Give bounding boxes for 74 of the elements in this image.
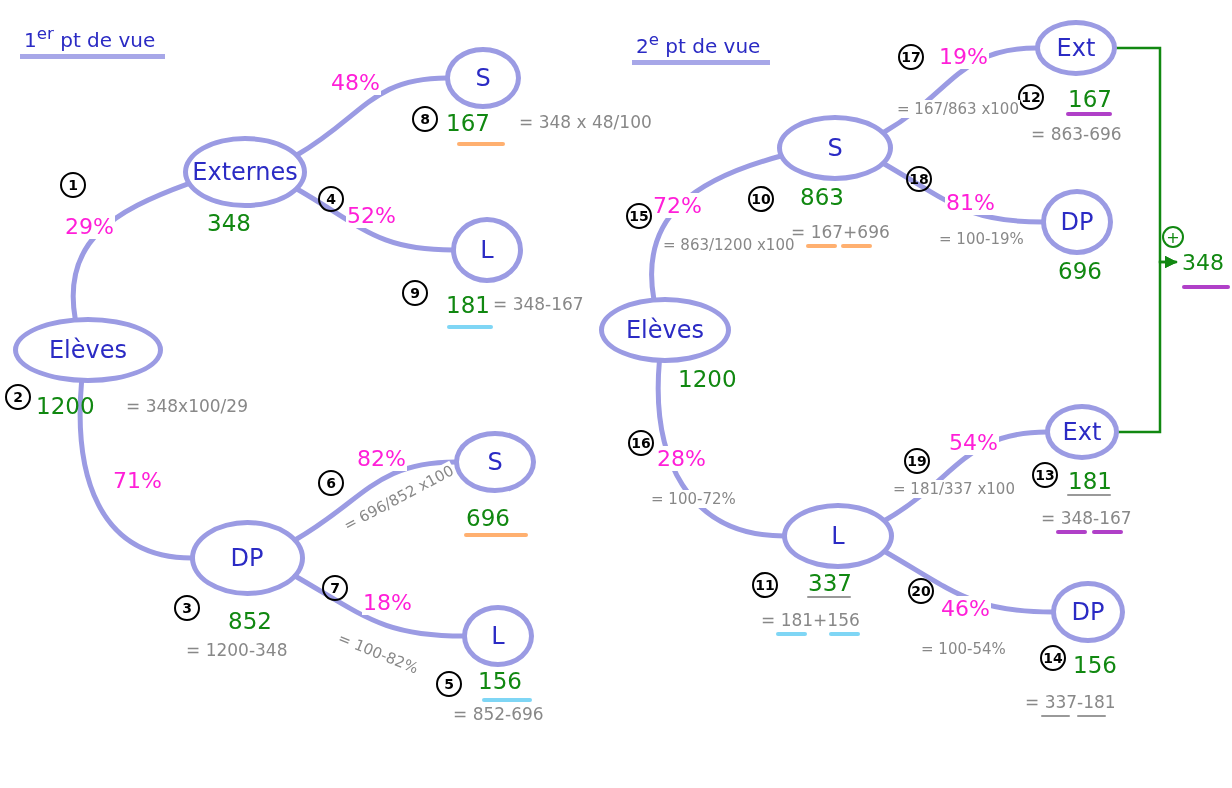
category-ellipse xyxy=(454,431,536,493)
heading: 1$^{er}$ pt de vue xyxy=(20,24,166,59)
category-ellipse xyxy=(599,297,731,363)
node-label: DP xyxy=(1071,598,1105,626)
callout-number: 10 xyxy=(748,186,774,212)
callout-number: 7 xyxy=(322,575,348,601)
node-label: S xyxy=(487,448,503,476)
formula-text: = 100-72% xyxy=(650,490,737,508)
total-value: 348 xyxy=(1178,247,1228,277)
count-value: 167 xyxy=(446,110,490,136)
category-ellipse xyxy=(462,605,534,667)
category-ellipse xyxy=(1041,189,1113,255)
formula-text: = 167/863 x100 xyxy=(896,100,1020,118)
node-label: Elèves xyxy=(48,336,128,364)
formula-text: = 181/337 x100 xyxy=(892,480,1016,498)
count-value: 696 xyxy=(1058,258,1102,284)
node-label: L xyxy=(831,522,845,550)
category-ellipse xyxy=(183,136,307,208)
callout-number: 15 xyxy=(626,203,652,229)
category-ellipse xyxy=(189,520,305,596)
probability-label: 72% xyxy=(652,193,703,218)
category-ellipse xyxy=(1045,404,1119,460)
heading: 2$^{e}$ pt de vue xyxy=(632,30,771,65)
probability-label: 28% xyxy=(656,446,707,471)
callout-number: 9 xyxy=(402,280,428,306)
count-value: 852 xyxy=(228,608,272,634)
node-label: DP xyxy=(1060,208,1094,236)
callout-number: 13 xyxy=(1032,462,1058,488)
node-label: L xyxy=(480,236,494,264)
callout-number: 14 xyxy=(1040,645,1066,671)
node-label: L xyxy=(491,622,505,650)
callout-number: 8 xyxy=(412,106,438,132)
count-value: 1200 xyxy=(678,366,737,392)
category-ellipse xyxy=(1051,581,1125,643)
callout-number: 4 xyxy=(318,186,344,212)
category-ellipse xyxy=(782,503,894,569)
callout-number: 11 xyxy=(752,572,778,598)
callout-number: 3 xyxy=(174,595,200,621)
node-label: Ext xyxy=(1062,418,1102,446)
node-label: Ext xyxy=(1056,34,1096,62)
callout-number: 1 xyxy=(60,172,86,198)
node-label: Externes xyxy=(192,158,298,186)
category-ellipse xyxy=(1035,20,1117,76)
callout-number: 5 xyxy=(436,671,462,697)
category-ellipse xyxy=(451,217,523,283)
callout-number: 2 xyxy=(5,384,31,410)
callout-number: 6 xyxy=(318,470,344,496)
count-value: 181 xyxy=(1068,468,1112,494)
node-label: S xyxy=(475,64,491,92)
callout-number: 19 xyxy=(904,448,930,474)
count-value: 337 xyxy=(808,570,852,596)
probability-label: 29% xyxy=(64,214,115,239)
formula-text: = 863/1200 x100 xyxy=(662,236,796,254)
plus-sign: + xyxy=(1162,226,1184,248)
callout-number: 20 xyxy=(908,578,934,604)
count-value: 863 xyxy=(800,184,844,210)
category-ellipse xyxy=(445,47,521,109)
node-label: Elèves xyxy=(625,316,705,344)
formula-text: = 348 x 48/100 xyxy=(518,112,653,132)
count-value: 696 xyxy=(466,505,510,531)
formula-text: = 348x100/29 xyxy=(125,396,249,416)
category-ellipse xyxy=(777,115,893,181)
node-label: DP xyxy=(230,544,264,572)
category-ellipse xyxy=(13,317,163,383)
count-value: 348 xyxy=(207,210,251,236)
count-value: 156 xyxy=(478,668,522,694)
callout-number: 16 xyxy=(628,430,654,456)
count-value: 181 xyxy=(446,292,490,318)
count-value: 167 xyxy=(1068,86,1112,112)
count-value: 156 xyxy=(1073,652,1117,678)
callout-number: 17 xyxy=(898,44,924,70)
callout-number: 18 xyxy=(906,166,932,192)
count-value: 1200 xyxy=(36,393,95,419)
node-label: S xyxy=(827,134,843,162)
